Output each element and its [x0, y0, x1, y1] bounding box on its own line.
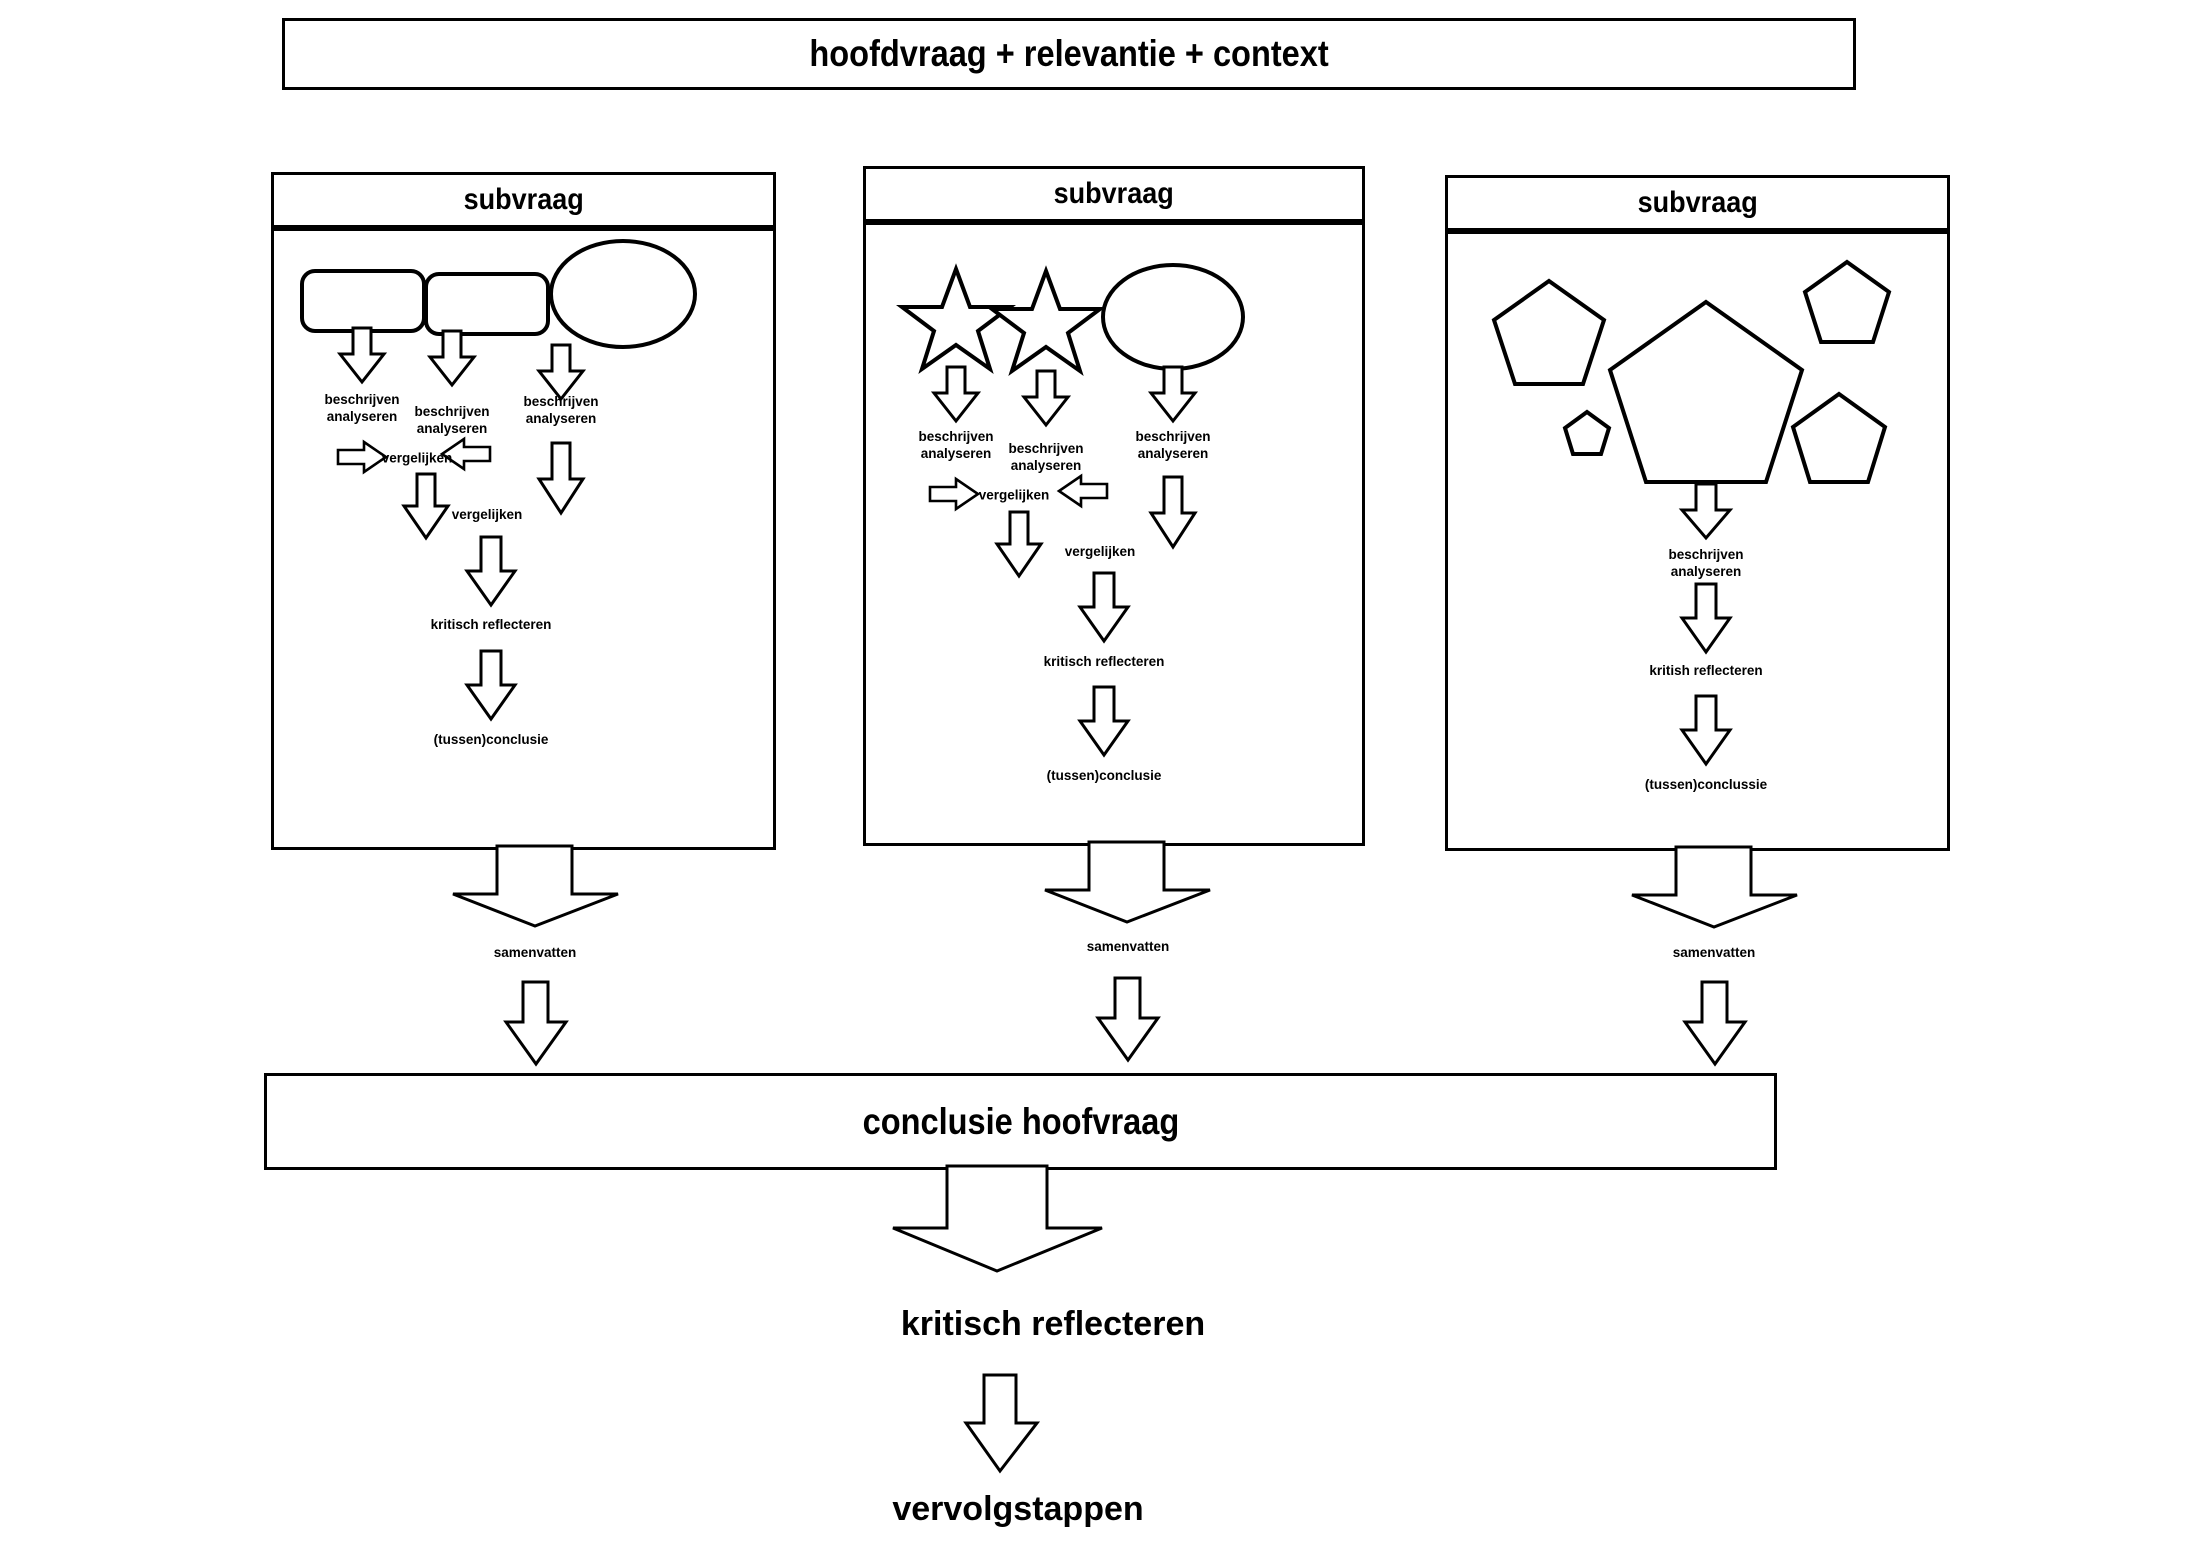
col2-shapes: [896, 263, 1245, 377]
subvraag-header-1: subvraag: [271, 172, 776, 228]
col1-arrow-after-compare: [401, 472, 451, 541]
col2-arrow-to-conclusion: [1077, 685, 1131, 758]
pentagon-shape-left: [1491, 278, 1607, 386]
rounded-rectangle-shape-1: [300, 269, 426, 333]
col1-label-compare-second: vergelijken: [451, 507, 523, 522]
col2-arrow-after-compare: [994, 510, 1044, 579]
col2-arrow-samenvatten: [1044, 840, 1211, 924]
pentagon-shape-center: [1607, 299, 1805, 484]
col3-shapes: [1491, 259, 1892, 484]
conclusie-hoofvraag-label: conclusie hoofvraag: [862, 1100, 1179, 1142]
subvraag-header-3: subvraag: [1445, 175, 1950, 231]
col2-label-source-3: beschrijven analyseren: [1135, 429, 1211, 462]
col2-arrow-to-reflect: [1077, 571, 1131, 644]
star-shape-2: [986, 265, 1106, 377]
subvraag-header-2: subvraag: [863, 166, 1365, 222]
subvraag-body-2: beschrijven analyseren beschrijven analy…: [863, 222, 1365, 846]
subvraag-header-label-2: subvraag: [1053, 177, 1175, 210]
col1-arrow-to-reflect: [464, 535, 518, 608]
pentagon-shape-top-right: [1802, 259, 1892, 344]
ellipse-shape-2: [1101, 263, 1245, 371]
col2-label-conclusion: (tussen)conclusie: [1046, 768, 1162, 783]
col1-arrow-src3: [535, 343, 587, 402]
col3-arrow-to-conclusion: [1679, 694, 1733, 767]
conclusie-hoofvraag-bar: conclusie hoofvraag: [264, 1073, 1777, 1170]
col1-label-source-3: beschrijven analyseren: [523, 394, 599, 427]
arrow-to-vervolgstappen: [963, 1373, 1041, 1474]
col1-label-samenvatten: samenvatten: [493, 945, 577, 960]
col1-arrow-to-conclusion: [464, 649, 518, 722]
pentagon-shape-bottom-right: [1790, 391, 1888, 484]
star-shape-1: [896, 263, 1016, 375]
col3-label-conclusion: (tussen)conclussie: [1644, 777, 1768, 792]
subvraag-column-2: subvraag beschrijven analyseren: [863, 166, 1365, 846]
col1-arrow-compare-right: [336, 439, 389, 475]
col2-arrow-src1: [930, 365, 982, 424]
col1-label-source-2: beschrijven analyseren: [414, 404, 490, 437]
col1-label-conclusion: (tussen)conclusie: [433, 732, 549, 747]
hoofdvraag-bar-label: hoofdvraag + relevantie + context: [809, 33, 1329, 74]
subvraag-column-1: subvraag beschrijven an: [271, 172, 776, 850]
col2-arrow-compare-right: [928, 476, 981, 512]
col2-label-samenvatten: samenvatten: [1086, 939, 1170, 954]
label-vervolgstappen: vervolgstappen: [892, 1490, 1144, 1528]
hoofdvraag-bar: hoofdvraag + relevantie + context: [282, 18, 1856, 90]
col2-label-reflect: kritisch reflecteren: [1043, 654, 1165, 669]
col1-arrow-src3-second: [536, 441, 586, 516]
col3-arrow-src1: [1678, 482, 1734, 541]
col1-arrow-src2: [426, 329, 478, 388]
subvraag-header-label-1: subvraag: [463, 183, 584, 216]
col2-arrow-to-conclusie-hoofvraag: [1095, 976, 1161, 1063]
col2-arrow-src3: [1147, 365, 1199, 424]
col3-label-source-1: beschrijven analyseren: [1668, 547, 1744, 580]
col1-label-reflect: kritisch reflecteren: [430, 617, 552, 632]
subvraag-body-3: beschrijven analyseren kritish reflecter…: [1445, 231, 1950, 851]
col3-label-reflect: kritish reflecteren: [1649, 663, 1763, 678]
subvraag-header-label-3: subvraag: [1637, 186, 1758, 219]
subvraag-column-3: subvraag beschrijven analyseren: [1445, 175, 1950, 851]
col1-label-compare-inline: vergelijken: [381, 450, 453, 466]
col1-shapes: [300, 239, 697, 349]
label-kritisch-reflecteren: kritisch reflecteren: [900, 1305, 1206, 1343]
rounded-rectangle-shape-2: [424, 272, 550, 336]
col2-label-source-1: beschrijven analyseren: [918, 429, 994, 462]
col1-arrow-src1: [336, 326, 388, 385]
col3-arrow-to-reflect: [1679, 582, 1733, 655]
col1-label-source-1: beschrijven analyseren: [324, 392, 400, 425]
col2-label-compare-inline: vergelijken: [978, 487, 1050, 503]
subvraag-body-1: beschrijven analyseren beschrijven analy…: [271, 228, 776, 850]
col3-arrow-to-conclusie-hoofvraag: [1682, 980, 1748, 1067]
pentagon-shape-small: [1562, 409, 1612, 456]
col1-arrow-samenvatten: [452, 844, 619, 928]
col1-arrow-compare-left: [439, 436, 492, 472]
col3-label-samenvatten: samenvatten: [1672, 945, 1756, 960]
col2-label-compare-second: vergelijken: [1064, 544, 1136, 559]
col3-arrow-samenvatten: [1631, 845, 1798, 929]
col1-arrow-to-conclusie-hoofvraag: [503, 980, 569, 1067]
col2-arrow-src2: [1020, 369, 1072, 428]
arrow-to-kritisch-reflecteren: [892, 1164, 1103, 1273]
col2-label-source-2: beschrijven analyseren: [1008, 441, 1084, 474]
col2-arrow-compare-left: [1056, 473, 1109, 509]
col2-arrow-src3-second: [1148, 475, 1198, 550]
ellipse-shape-1: [549, 239, 697, 349]
